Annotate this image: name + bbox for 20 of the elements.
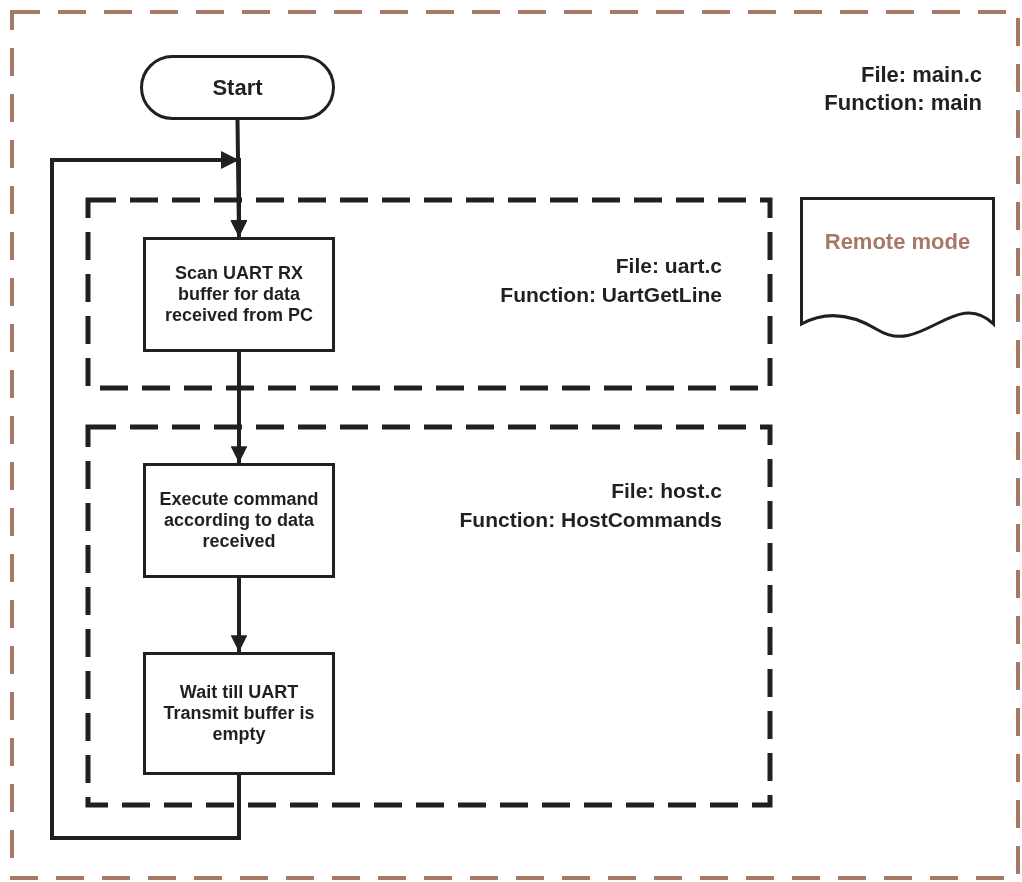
process-box [143, 237, 335, 352]
arrow [230, 578, 248, 652]
node-text: Wait till UART Transmit buffer is empty [162, 681, 316, 746]
function-label: Function: HostCommands [459, 508, 722, 532]
arrow [230, 352, 248, 463]
node-text: Start [211, 74, 264, 101]
node-text: Scan UART RX buffer for data received from PC [163, 262, 315, 327]
arrow [50, 151, 248, 840]
file-label: File: uart.c [615, 254, 722, 278]
file-label: File: host.c [611, 479, 722, 503]
dashed-group-box [88, 427, 770, 805]
file-label: File: main.c [860, 62, 982, 88]
function-label: Function: main [824, 90, 982, 116]
dashed-group-box [88, 200, 770, 388]
process-box [143, 652, 335, 775]
function-label: Function: UartGetLine [500, 283, 722, 307]
node-text: Execute command according to data received [158, 488, 320, 553]
dashed-frame [12, 12, 1018, 878]
process-box [143, 463, 335, 578]
node-text: Remote mode [823, 228, 972, 255]
